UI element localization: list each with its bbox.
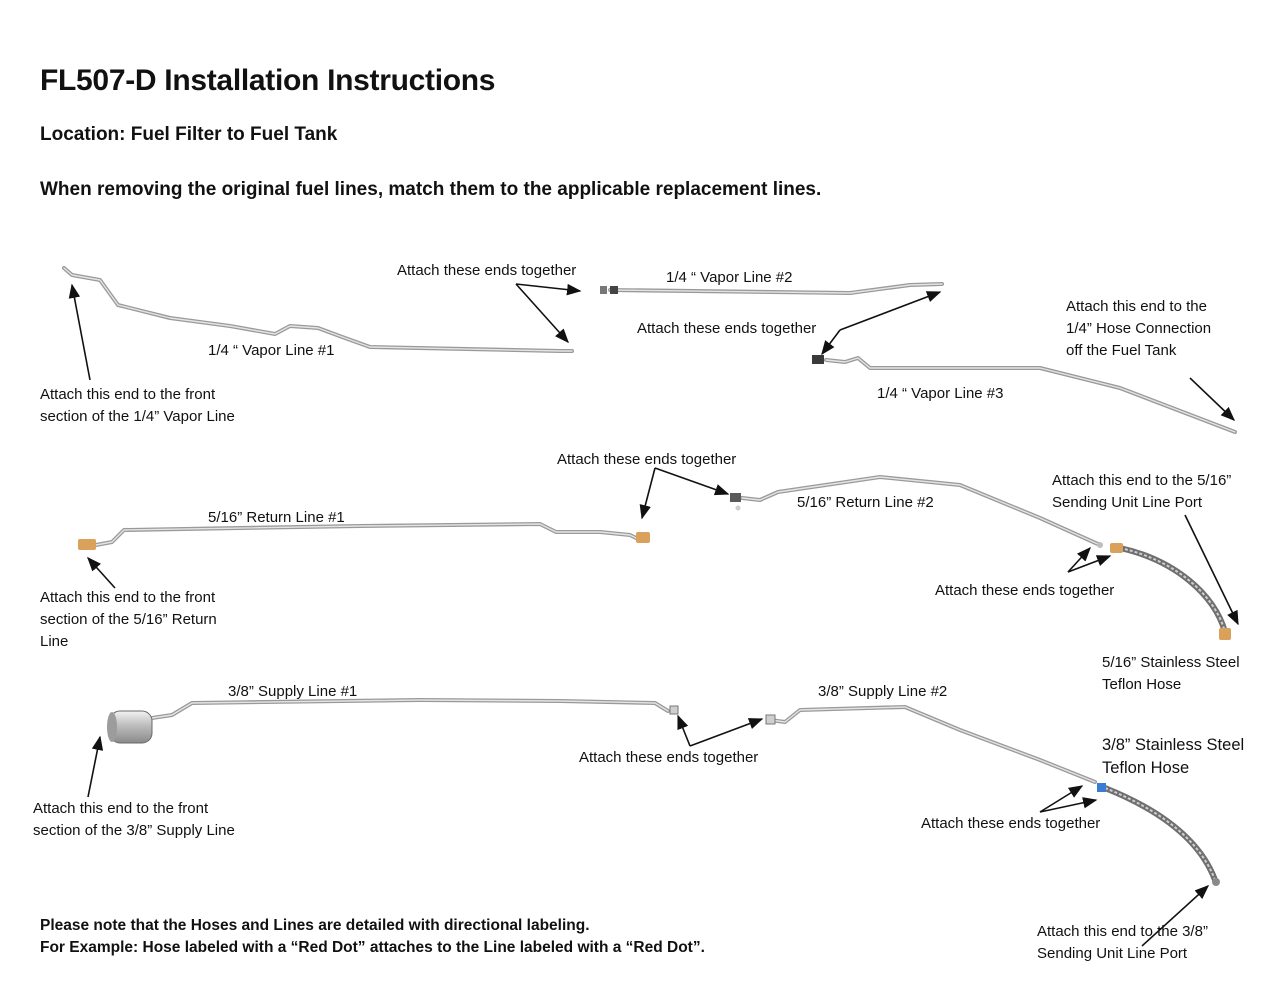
vapor-front-annotation: Attach this end to the front section of … xyxy=(40,386,235,425)
return-2-fitting xyxy=(730,493,741,502)
supply-stainless-hose xyxy=(1097,783,1220,886)
supply-line-2-label: 3/8” Supply Line #2 xyxy=(818,683,948,700)
return-hose-top-fitting xyxy=(1110,543,1123,553)
vapor-tank-annotation: Attach this end to the 1/4” Hose Connect… xyxy=(1066,298,1212,359)
supply-line-1-tube xyxy=(107,698,679,744)
return-line-1-label: 5/16” Return Line #1 xyxy=(208,509,345,526)
return-line-2-tube xyxy=(730,475,1103,548)
page-title: FL507-D Installation Instructions xyxy=(40,64,496,97)
supply-line-2-tube xyxy=(765,705,1097,784)
directional-labeling-note: Please note that the Hoses and Lines are… xyxy=(40,917,705,956)
return-stainless-hose xyxy=(1110,543,1231,640)
return-line-2-label: 5/16” Return Line #2 xyxy=(797,494,934,511)
supply-hose-label: 3/8” Stainless Steel Teflon Hose xyxy=(1102,736,1245,777)
callout-arrows xyxy=(68,283,1239,947)
vapor-2-fitting xyxy=(600,286,607,294)
location-subtitle: Location: Fuel Filter to Fuel Tank xyxy=(40,124,338,145)
vapor-line-2-label: 1/4 “ Vapor Line #2 xyxy=(666,269,793,286)
return-join-1-annotation: Attach these ends together xyxy=(557,451,737,468)
vapor-line-3-tube xyxy=(812,355,1237,434)
vapor-join-2-annotation: Attach these ends together xyxy=(637,320,817,337)
vapor-3-fitting xyxy=(812,355,824,364)
vapor-line-2-tube xyxy=(600,282,944,295)
return-hose-end-fitting xyxy=(1219,628,1231,640)
return-hose-label: 5/16” Stainless Steel Teflon Hose xyxy=(1102,654,1240,693)
blue-mark xyxy=(1097,783,1106,792)
return-1-front-fitting xyxy=(78,539,96,550)
supply-sending-annotation: Attach this end to the 3/8” Sending Unit… xyxy=(1037,923,1208,962)
vapor-line-1-tube xyxy=(62,266,574,353)
supply-line-1-label: 3/8” Supply Line #1 xyxy=(228,683,358,700)
vapor-line-3-label: 1/4 “ Vapor Line #3 xyxy=(877,385,1004,402)
return-line-1-tube xyxy=(78,522,650,550)
supply-front-annotation: Attach this end to the front section of … xyxy=(33,800,235,839)
return-join-2-annotation: Attach these ends together xyxy=(935,582,1115,599)
vapor-line-1-label: 1/4 “ Vapor Line #1 xyxy=(208,342,335,359)
supply-join-1-annotation: Attach these ends together xyxy=(579,749,759,766)
return-front-annotation: Attach this end to the front section of … xyxy=(40,589,217,650)
vapor-join-1-annotation: Attach these ends together xyxy=(397,262,577,279)
return-sending-annotation: Attach this end to the 5/16” Sending Uni… xyxy=(1052,472,1232,511)
fuel-filter xyxy=(107,710,153,744)
supply-join-2-annotation: Attach these ends together xyxy=(921,815,1101,832)
instruction-text: When removing the original fuel lines, m… xyxy=(40,179,822,200)
return-1-rear-fitting xyxy=(636,532,650,543)
